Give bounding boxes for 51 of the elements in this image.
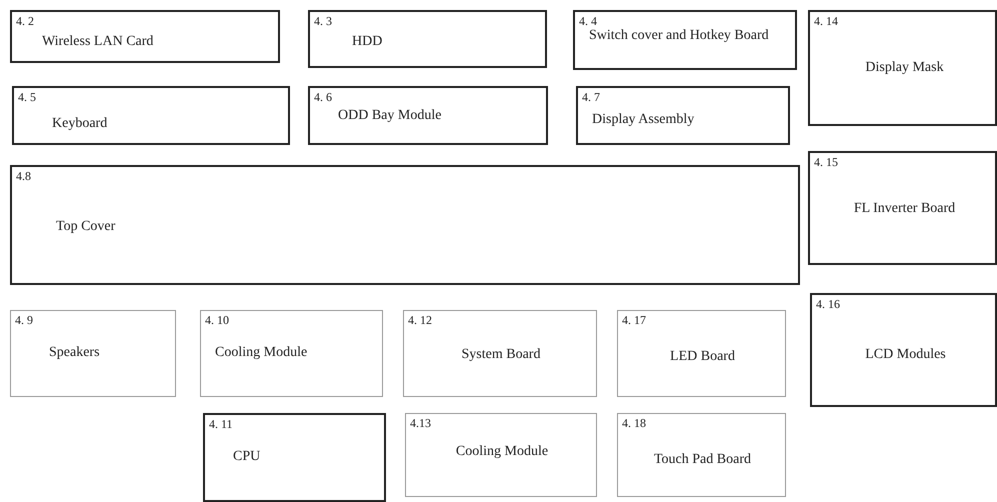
section-box (10, 310, 176, 397)
section-number: 4.8 (16, 169, 31, 184)
section-number: 4. 14 (814, 14, 838, 29)
section-box (200, 310, 383, 397)
section-number: 4. 11 (209, 417, 233, 432)
section-number: 4. 9 (15, 313, 33, 328)
section-number: 4. 10 (205, 313, 229, 328)
section-box (808, 10, 997, 126)
part-name: LCD Modules (864, 347, 947, 362)
section-number: 4. 2 (16, 14, 34, 29)
part-name: Keyboard (52, 116, 108, 131)
section-box (203, 413, 386, 502)
part-name: Speakers (49, 345, 101, 360)
section-number: 4. 12 (408, 313, 432, 328)
section-number: 4. 4 (579, 14, 597, 29)
part-name: FL Inverter Board (852, 201, 956, 216)
section-box (405, 413, 597, 497)
part-name: Touch Pad Board (652, 452, 752, 467)
section-box (617, 310, 786, 397)
part-name: CPU (233, 449, 262, 464)
part-name: Display Assembly (592, 112, 696, 127)
section-number: 4. 6 (314, 90, 332, 105)
section-box (810, 293, 997, 407)
section-box (308, 86, 548, 145)
section-number: 4. 16 (816, 297, 840, 312)
section-box (10, 10, 280, 63)
part-name: System Board (460, 347, 542, 362)
section-box (308, 10, 547, 68)
part-name: LED Board (669, 349, 736, 364)
section-number: 4. 7 (582, 90, 600, 105)
part-name: HDD (352, 34, 384, 49)
part-name: Cooling Module (215, 345, 308, 360)
part-name: Switch cover and Hotkey Board (589, 28, 770, 43)
section-number: 4. 5 (18, 90, 36, 105)
part-name: Top Cover (56, 219, 116, 234)
part-name: Display Mask (864, 60, 945, 75)
part-name: Wireless LAN Card (42, 34, 154, 49)
section-box (12, 86, 290, 145)
section-number: 4. 3 (314, 14, 332, 29)
section-box (403, 310, 597, 397)
part-name: ODD Bay Module (338, 108, 442, 123)
section-box (573, 10, 797, 70)
section-number: 4. 15 (814, 155, 838, 170)
section-box (617, 413, 786, 497)
section-box (10, 165, 800, 285)
section-number: 4. 17 (622, 313, 646, 328)
part-name: Cooling Module (454, 444, 550, 459)
section-number: 4.13 (410, 416, 431, 431)
section-number: 4. 18 (622, 416, 646, 431)
section-box (808, 151, 997, 265)
section-box (576, 86, 790, 145)
